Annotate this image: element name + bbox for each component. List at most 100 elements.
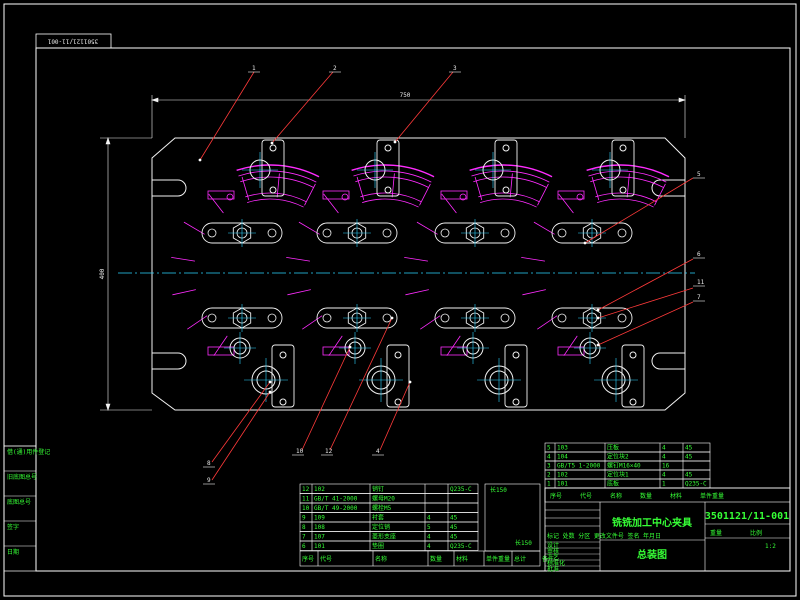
leader-dot bbox=[596, 343, 600, 347]
brake-shoe-arc bbox=[469, 164, 553, 178]
misc-tag: 长150 bbox=[490, 486, 507, 494]
balloon-6: 6 bbox=[697, 251, 701, 258]
clamp-hole bbox=[617, 313, 627, 323]
bom-cell: 1 bbox=[547, 481, 551, 488]
brake-shoe-rib bbox=[533, 221, 555, 235]
brake-shoe-arc bbox=[588, 170, 667, 183]
title-header-cell: 名称 bbox=[610, 492, 622, 500]
block-hole bbox=[629, 351, 637, 359]
sign-row-label: 设计 bbox=[547, 541, 559, 549]
clamp-hole bbox=[382, 228, 392, 238]
bom-cell: 菱形支座 bbox=[372, 533, 396, 541]
bom-cell: 3 bbox=[547, 463, 551, 470]
bom-cell: 7 bbox=[302, 534, 306, 541]
balloon-11: 11 bbox=[697, 279, 705, 286]
bom-cell: 销钉 bbox=[372, 485, 384, 493]
bom-cell: 2 bbox=[547, 472, 551, 479]
bom-cell: 104 bbox=[557, 454, 568, 461]
leader-line bbox=[271, 71, 334, 144]
bom-header-cell: 单件重量 bbox=[486, 555, 510, 563]
brake-shoe-rib bbox=[287, 289, 311, 296]
leader-dot bbox=[198, 158, 202, 162]
bom-weight-col bbox=[484, 483, 541, 552]
brake-shoe-rib bbox=[446, 335, 461, 356]
bom-cell: 定位块1 bbox=[607, 471, 629, 479]
balloon-2: 2 bbox=[333, 65, 337, 72]
bom-cell: 102 bbox=[557, 472, 568, 479]
brake-shoe-rib bbox=[654, 183, 666, 206]
left-strip-label: 日期 bbox=[7, 548, 19, 556]
bom-cell: 压板 bbox=[607, 444, 619, 452]
clamp-hole bbox=[267, 228, 277, 238]
brake-shoe-rib bbox=[171, 256, 195, 262]
bom-cell: 螺栓M5 bbox=[372, 504, 392, 512]
bom-cell: GB/T 49-2000 bbox=[314, 505, 358, 512]
brake-shoe-rib bbox=[591, 176, 600, 201]
bom-cell: 1 bbox=[662, 481, 666, 488]
brake-shoe-rib bbox=[172, 289, 196, 296]
left-strip-label: 底图总号 bbox=[7, 498, 31, 506]
brake-shoe-rib bbox=[241, 176, 250, 201]
bom-cell: 8 bbox=[302, 524, 306, 531]
brake-shoe-rib bbox=[304, 183, 316, 206]
bom-cell: 4 bbox=[662, 454, 666, 461]
drawing-number-tag: 3501121/11-001 bbox=[35, 33, 112, 49]
bom-cell: 定位销 bbox=[372, 523, 390, 531]
shoe-slot bbox=[322, 190, 350, 200]
dimension-height-label: 400 bbox=[99, 268, 106, 279]
locating-block-bottom bbox=[621, 344, 645, 408]
bom-cell: GB/T5 1-2000 bbox=[557, 463, 601, 470]
brake-shoe-station-2 bbox=[286, 139, 435, 408]
leader-dot bbox=[596, 316, 600, 320]
bom-cell: 108 bbox=[314, 524, 325, 531]
brake-shoe-rib bbox=[404, 256, 428, 262]
left-strip-label: 签字 bbox=[7, 523, 19, 531]
bom-header-cell: 数量 bbox=[430, 555, 442, 563]
block-hole bbox=[512, 351, 520, 359]
brake-shoe-rib bbox=[509, 173, 513, 198]
bom-row-frame bbox=[299, 540, 479, 551]
title-header-cell: 代号 bbox=[580, 492, 592, 500]
block-hole bbox=[512, 398, 520, 406]
locating-block-top bbox=[611, 139, 635, 197]
brake-shoe-arc bbox=[597, 198, 654, 208]
brake-shoe-rib bbox=[183, 221, 205, 235]
shoe-hole bbox=[341, 193, 349, 201]
bom-cell: 12 bbox=[302, 486, 310, 493]
balloon-5: 5 bbox=[697, 171, 701, 178]
locating-block-top bbox=[376, 139, 400, 197]
bom-cell: 9 bbox=[302, 515, 306, 522]
sign-row-label: 标准化 bbox=[547, 559, 565, 567]
balloon-9: 9 bbox=[207, 477, 211, 484]
left-strip-label: 旧底图总号 bbox=[7, 473, 37, 481]
clamp-hole bbox=[207, 313, 217, 323]
leader-dot bbox=[268, 390, 272, 394]
brake-shoe-arc bbox=[353, 170, 432, 183]
dimension-width-label: 750 bbox=[400, 92, 411, 99]
block-hole bbox=[502, 186, 510, 194]
sign-row-label: 工艺 bbox=[547, 553, 559, 561]
locating-block-bottom bbox=[271, 344, 295, 408]
brake-shoe-station-1 bbox=[171, 139, 320, 408]
clamp-hole bbox=[207, 228, 217, 238]
bom-cell: 45 bbox=[685, 472, 693, 479]
brake-shoe-rib bbox=[298, 221, 320, 235]
title-header-cell: 材料 bbox=[670, 492, 682, 500]
bom-cell: 4 bbox=[547, 454, 551, 461]
title-header-cell: 序号 bbox=[550, 492, 562, 500]
change-record-header: 标记 处数 分区 更改文件号 签名 年月日 bbox=[547, 532, 661, 540]
outer-frame bbox=[3, 3, 797, 597]
brake-shoe-arc bbox=[473, 176, 547, 188]
shoe-slot bbox=[557, 190, 585, 200]
scale-value: 1:2 bbox=[765, 543, 776, 550]
balloon-1: 1 bbox=[252, 65, 256, 72]
brake-shoe-rib bbox=[416, 221, 438, 235]
balloon-7: 7 bbox=[697, 294, 701, 301]
